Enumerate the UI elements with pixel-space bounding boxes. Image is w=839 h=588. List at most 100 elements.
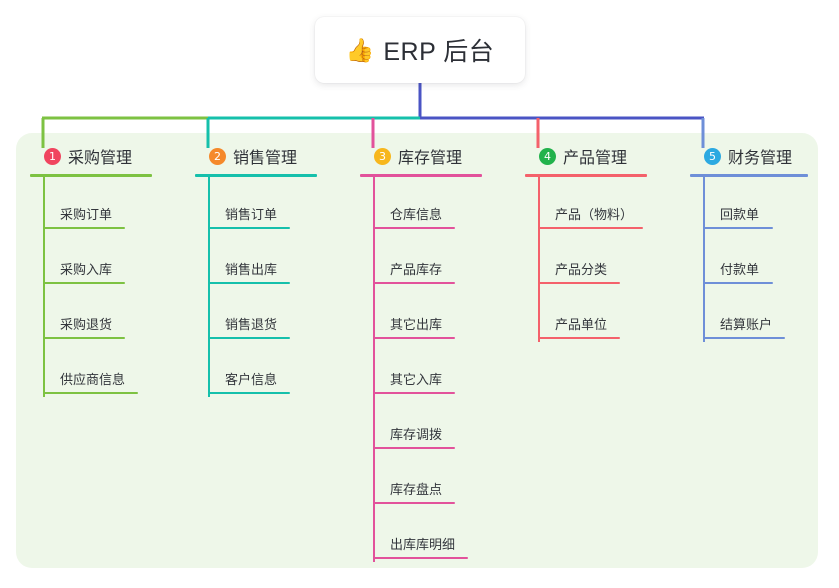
leaf-item-rule xyxy=(43,392,138,394)
leaf-item-label: 付款单 xyxy=(720,262,760,277)
branch-number-badge: 3 xyxy=(374,147,391,165)
branch-column-3: 3 库存管理仓库信息产品库存其它出库其它入库库存调拨库存盘点出库库明细 xyxy=(360,144,482,562)
branch-header-1[interactable]: 1 采购管理 xyxy=(30,144,152,168)
branch-header-2[interactable]: 2 销售管理 xyxy=(195,144,317,168)
leaf-item-label: 产品单位 xyxy=(555,317,608,332)
leaf-item-label: 采购订单 xyxy=(60,207,113,222)
leaf-item-label: 库存盘点 xyxy=(390,482,443,497)
leaf-item[interactable]: 产品分类 xyxy=(525,232,647,287)
leaf-item-label: 库存调拨 xyxy=(390,427,443,442)
leaf-item-label: 采购入库 xyxy=(60,262,113,277)
leaf-item-label: 客户信息 xyxy=(225,372,278,387)
leaf-item[interactable]: 采购退货 xyxy=(30,287,152,342)
branch-header-4[interactable]: 4 产品管理 xyxy=(525,144,647,168)
leaf-item-label: 采购退货 xyxy=(60,317,113,332)
leaf-item-label: 仓库信息 xyxy=(390,207,443,222)
leaf-item-label: 销售出库 xyxy=(225,262,278,277)
branch-leaf-list: 仓库信息产品库存其它出库其它入库库存调拨库存盘点出库库明细 xyxy=(360,177,482,562)
leaf-item[interactable]: 产品库存 xyxy=(360,232,482,287)
branch-title: 采购管理 xyxy=(68,150,133,167)
leaf-item-rule xyxy=(208,282,290,284)
leaf-item[interactable]: 其它出库 xyxy=(360,287,482,342)
leaf-item-label: 销售订单 xyxy=(225,207,278,222)
leaf-item-label: 其它出库 xyxy=(390,317,443,332)
branch-column-1: 1 采购管理采购订单采购入库采购退货供应商信息 xyxy=(30,144,152,397)
leaf-item-rule xyxy=(208,337,290,339)
leaf-item-rule xyxy=(208,392,290,394)
leaf-item-rule xyxy=(373,227,455,229)
branch-title: 财务管理 xyxy=(728,150,793,167)
branch-leaf-list: 采购订单采购入库采购退货供应商信息 xyxy=(30,177,152,397)
branch-spine xyxy=(208,177,210,397)
leaf-item-label: 出库库明细 xyxy=(390,537,456,552)
leaf-item[interactable]: 其它入库 xyxy=(360,342,482,397)
branch-title: 库存管理 xyxy=(398,150,463,167)
leaf-item[interactable]: 产品单位 xyxy=(525,287,647,342)
leaf-item[interactable]: 销售订单 xyxy=(195,177,317,232)
root-node[interactable]: 👍 ERP 后台 xyxy=(315,17,525,83)
branch-header-rule xyxy=(195,174,317,177)
leaf-item[interactable]: 销售退货 xyxy=(195,287,317,342)
branch-number-badge: 2 xyxy=(209,147,226,165)
branch-header-5[interactable]: 5 财务管理 xyxy=(690,144,808,168)
branch-title: 产品管理 xyxy=(563,150,628,167)
branch-number-badge: 1 xyxy=(44,147,61,165)
leaf-item-rule xyxy=(538,282,620,284)
leaf-item-rule xyxy=(703,282,773,284)
leaf-item-label: 产品库存 xyxy=(390,262,443,277)
leaf-item[interactable]: 产品（物料） xyxy=(525,177,647,232)
leaf-item-rule xyxy=(538,227,643,229)
leaf-item-label: 产品（物料） xyxy=(555,207,634,222)
leaf-item[interactable]: 采购订单 xyxy=(30,177,152,232)
branch-header-rule xyxy=(525,174,647,177)
leaf-item-rule xyxy=(373,557,468,559)
leaf-item[interactable]: 库存调拨 xyxy=(360,397,482,452)
leaf-item-rule xyxy=(373,502,455,504)
branch-title: 销售管理 xyxy=(233,150,298,167)
branch-spine xyxy=(538,177,540,342)
leaf-item-label: 产品分类 xyxy=(555,262,608,277)
branch-leaf-list: 销售订单销售出库销售退货客户信息 xyxy=(195,177,317,397)
leaf-item[interactable]: 回款单 xyxy=(690,177,808,232)
branch-number-badge: 4 xyxy=(539,147,556,165)
leaf-item[interactable]: 销售出库 xyxy=(195,232,317,287)
branch-spine xyxy=(703,177,705,342)
leaf-item-rule xyxy=(43,227,125,229)
branch-header-3[interactable]: 3 库存管理 xyxy=(360,144,482,168)
leaf-item-rule xyxy=(373,282,455,284)
leaf-item-rule xyxy=(43,337,125,339)
branch-header-rule xyxy=(360,174,482,177)
leaf-item[interactable]: 库存盘点 xyxy=(360,452,482,507)
leaf-item[interactable]: 客户信息 xyxy=(195,342,317,397)
branch-column-2: 2 销售管理销售订单销售出库销售退货客户信息 xyxy=(195,144,317,397)
thumbs-up-icon: 👍 xyxy=(345,36,375,63)
leaf-item-rule xyxy=(373,447,455,449)
leaf-item-rule xyxy=(208,227,290,229)
branch-header-rule xyxy=(690,174,808,177)
leaf-item[interactable]: 出库库明细 xyxy=(360,507,482,562)
leaf-item-label: 结算账户 xyxy=(720,317,773,332)
leaf-item-label: 回款单 xyxy=(720,207,760,222)
leaf-item[interactable]: 采购入库 xyxy=(30,232,152,287)
leaf-item-label: 供应商信息 xyxy=(60,372,126,387)
branch-column-5: 5 财务管理回款单付款单结算账户 xyxy=(690,144,808,342)
branch-spine xyxy=(43,177,45,397)
branch-header-rule xyxy=(30,174,152,177)
leaf-item-rule xyxy=(373,392,455,394)
leaf-item-rule xyxy=(538,337,620,339)
branch-column-4: 4 产品管理产品（物料） 产品分类产品单位 xyxy=(525,144,647,342)
leaf-item[interactable]: 仓库信息 xyxy=(360,177,482,232)
branch-spine xyxy=(373,177,375,562)
leaf-item[interactable]: 结算账户 xyxy=(690,287,808,342)
branch-number-badge: 5 xyxy=(704,147,721,165)
root-node-label: ERP 后台 xyxy=(383,38,495,66)
leaf-item-rule xyxy=(373,337,455,339)
leaf-item[interactable]: 供应商信息 xyxy=(30,342,152,397)
leaf-item-rule xyxy=(703,227,773,229)
leaf-item[interactable]: 付款单 xyxy=(690,232,808,287)
branch-leaf-list: 回款单付款单结算账户 xyxy=(690,177,808,342)
leaf-item-rule xyxy=(703,337,785,339)
